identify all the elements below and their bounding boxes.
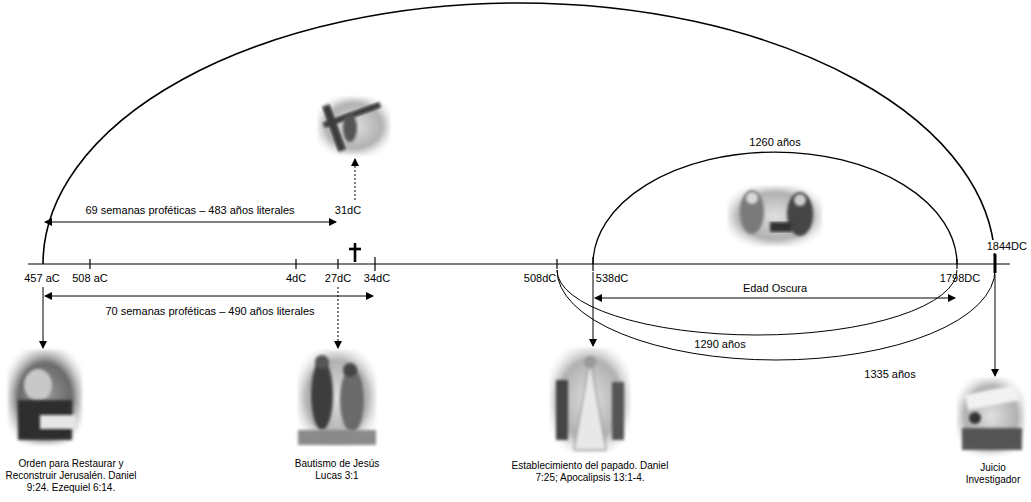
period-arc <box>593 152 957 264</box>
span-label: 70 semanas proféticas – 490 años literal… <box>105 305 314 318</box>
axis-ticks <box>90 257 957 271</box>
time-axis <box>28 263 1010 264</box>
decree-photo <box>8 350 82 445</box>
pointer-arrow <box>43 287 44 348</box>
date-label: 34dC <box>364 272 390 285</box>
pointer-arrow <box>355 159 356 200</box>
period-arc <box>557 270 995 360</box>
photo-caption: Establecimiento del papado. Daniel 7:25;… <box>505 460 675 484</box>
date-label: 31dC <box>335 204 361 217</box>
crucifixion-photo <box>318 97 390 155</box>
date-label: 4dC <box>286 272 306 285</box>
span-label: 69 semanas proféticas – 483 años literal… <box>85 204 294 217</box>
period-label: Edad Oscura <box>743 282 807 295</box>
date-label: 457 aC <box>24 272 59 285</box>
span-arrow <box>45 222 336 223</box>
cross-symbol <box>349 243 361 262</box>
span-arrow <box>45 296 373 297</box>
date-label: 508dC <box>524 272 556 285</box>
pointer-arrow <box>338 287 339 348</box>
date-label: 1798DC <box>940 272 980 285</box>
date-label: 1844DC <box>986 240 1028 253</box>
baptism-photo <box>298 350 376 445</box>
photo-caption: Bautismo de Jesús Lucas 3:1 <box>289 458 385 482</box>
period-arc <box>557 270 957 335</box>
date-label: 508 aC <box>72 272 107 285</box>
photo-caption: Juicio Investigador <box>961 462 1025 486</box>
photo-caption: Orden para Restaurar y Reconstruir Jerus… <box>3 458 139 494</box>
dark-ages-photo <box>728 186 822 246</box>
judgment-photo <box>957 378 1025 455</box>
period-label: 1290 años <box>694 338 745 351</box>
pointer-arrow <box>593 272 594 346</box>
papacy-photo <box>550 348 630 452</box>
date-label: 27dC <box>325 272 351 285</box>
period-label: 1260 años <box>749 136 800 149</box>
prophecy-arc-2300 <box>43 3 995 264</box>
span-arrow <box>595 298 955 299</box>
date-label: 538dC <box>596 272 628 285</box>
pointer-arrow <box>995 274 996 376</box>
period-label: 1335 años <box>864 368 915 381</box>
